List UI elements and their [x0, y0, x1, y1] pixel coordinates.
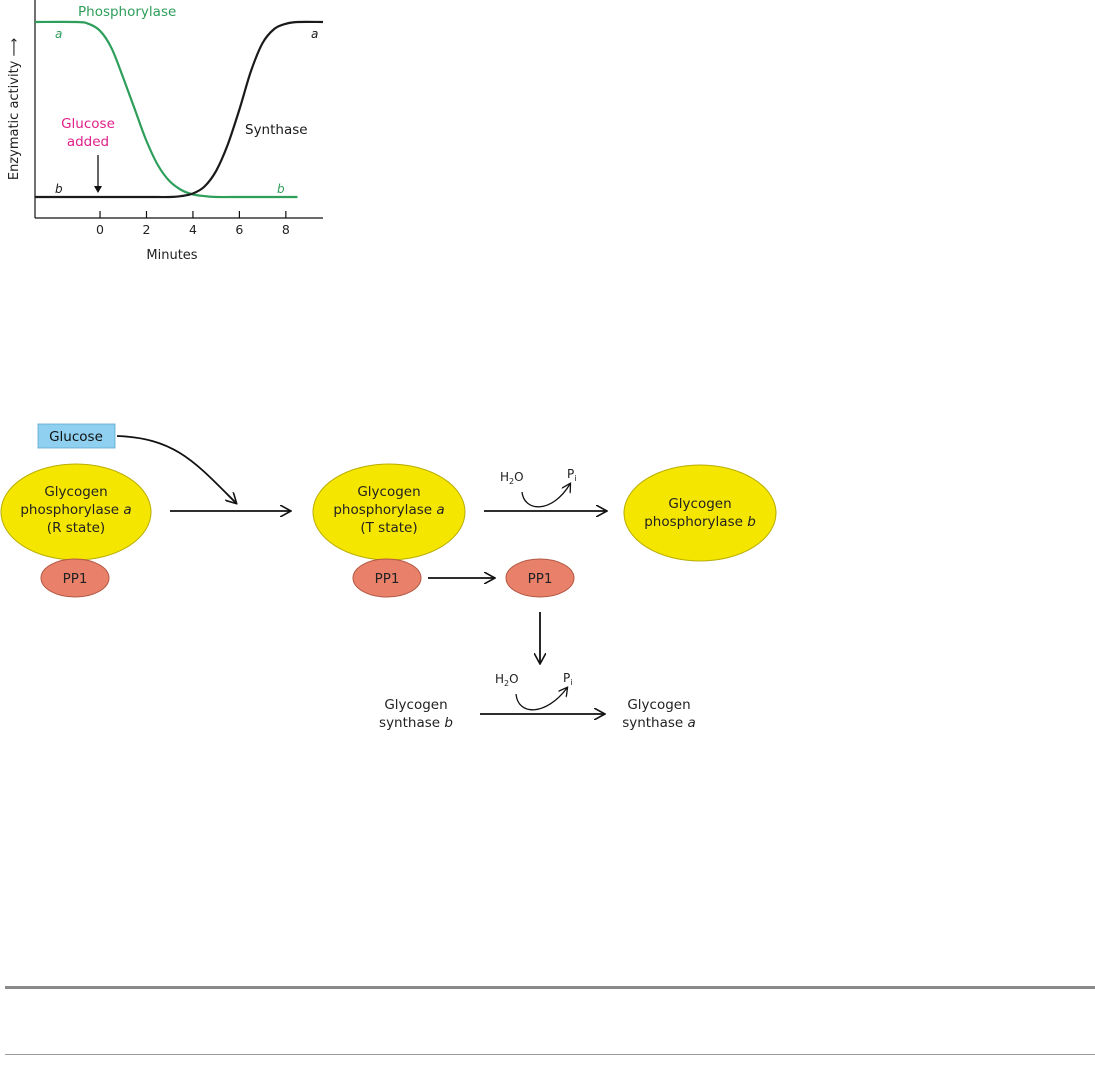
pp1-free-label: PP1 [528, 571, 553, 587]
water-label-top: H2O [500, 470, 524, 486]
synthase-a-line2: synthase a [622, 715, 696, 731]
phosphorylase-hydrolysis-curve [522, 484, 570, 507]
synthase-b-line1: Glycogen [384, 697, 447, 713]
phosphorylase-r-line2: phosphorylase a [20, 502, 131, 518]
phosphorylase-b-ellipse [624, 465, 776, 561]
phosphate-label-top: Pi [567, 467, 576, 483]
phosphorylase-b-line2: phosphorylase b [644, 514, 756, 530]
phosphorylase-r-line1: Glycogen [44, 484, 107, 500]
phosphate-label-bottom: Pi [563, 671, 572, 687]
pp1-bound-r-label: PP1 [63, 571, 88, 587]
phosphorylase-t-line3: (T state) [360, 520, 417, 536]
divider-top [5, 986, 1095, 989]
phosphorylase-r-line3: (R state) [47, 520, 105, 536]
pp1-bound-t-label: PP1 [375, 571, 400, 587]
synthase-a-line1: Glycogen [627, 697, 690, 713]
regulation-diagram: Glucose Glycogen phosphorylase a (R stat… [0, 0, 1095, 980]
water-label-bottom: H2O [495, 672, 519, 688]
phosphorylase-t-line1: Glycogen [357, 484, 420, 500]
phosphorylase-t-line2: phosphorylase a [333, 502, 444, 518]
synthase-hydrolysis-curve [516, 688, 567, 710]
phosphorylase-b-line1: Glycogen [668, 496, 731, 512]
glucose-box-label: Glucose [49, 429, 103, 445]
synthase-b-line2: synthase b [379, 715, 453, 731]
divider-bottom [5, 1054, 1095, 1055]
